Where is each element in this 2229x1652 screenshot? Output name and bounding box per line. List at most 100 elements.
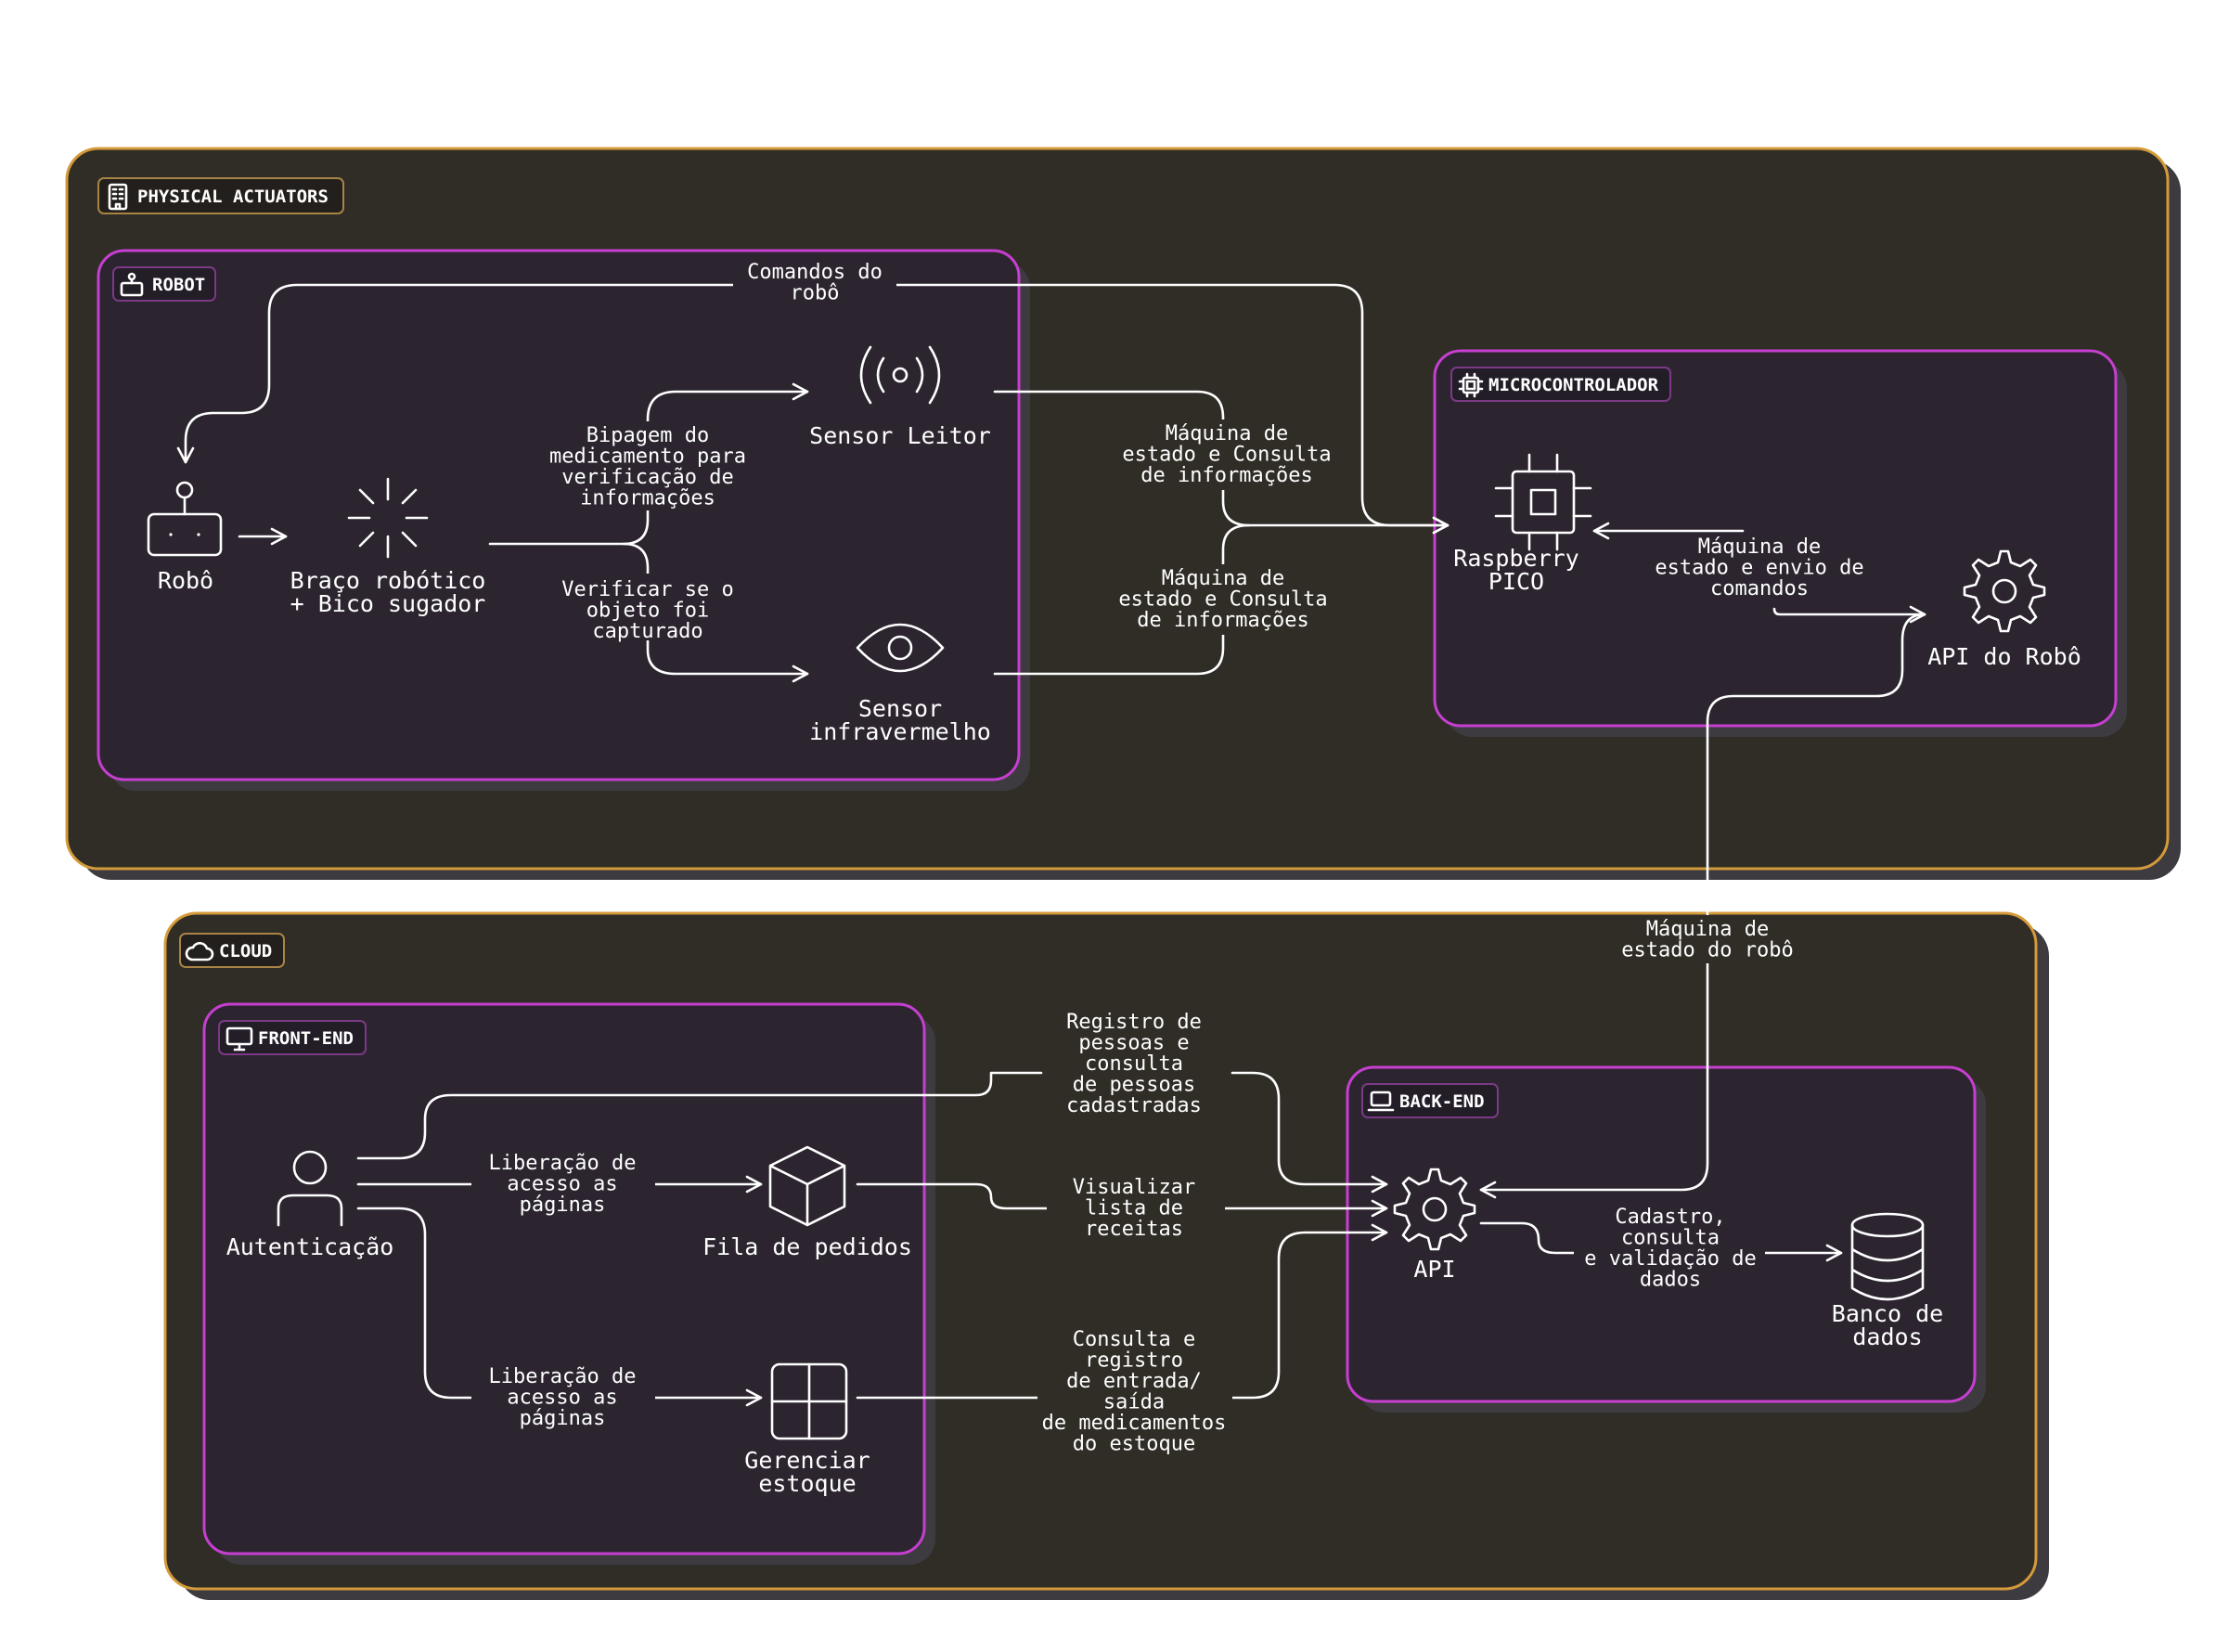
edge-label-maquina2-line-2: estado e Consulta xyxy=(1118,588,1327,612)
building-icon xyxy=(108,183,128,211)
node-sensor-leitor[interactable]: Sensor Leitor xyxy=(809,422,991,449)
node-robo-line-1: Robô xyxy=(158,567,213,594)
node-sensor-leitor-line-1: Sensor Leitor xyxy=(809,422,991,449)
edge-label-maquina1-line-2: estado e Consulta xyxy=(1122,444,1331,467)
edge-label-maquina-envio-line-2: estado e envio de xyxy=(1655,557,1863,580)
edge-comandos-right xyxy=(895,283,1449,535)
edge-apirobo-api xyxy=(1479,613,1926,1199)
chip-tag-icon xyxy=(1458,372,1484,398)
edge-label-registro-line-4: de pessoas xyxy=(1073,1074,1195,1097)
node-banco-line-2: dados xyxy=(1852,1323,1922,1350)
monitor-icon xyxy=(225,1026,253,1052)
edge-auth-estoque xyxy=(356,1207,473,1400)
edge-label-bipagem-line-2: medicamento para xyxy=(549,445,746,469)
node-labels: Robô Braço robótico+ Bico sugador Sensor… xyxy=(158,422,2081,1497)
edge-label-maquina2-line-3: de informações xyxy=(1137,609,1308,632)
backend-label: BACK-END xyxy=(1399,1091,1485,1112)
node-fila[interactable]: Fila de pedidos xyxy=(702,1233,912,1260)
frontend-label: FRONT-END xyxy=(258,1028,354,1049)
robot-icon xyxy=(147,481,223,557)
edge-label-cadastro-line-2: consulta xyxy=(1621,1227,1720,1250)
edge-comandos-left xyxy=(176,283,735,464)
node-autenticacao[interactable]: Autenticação xyxy=(226,1233,394,1260)
edge-label-comandos-line-2: robô xyxy=(791,282,840,305)
backend-tag: BACK-END xyxy=(1361,1083,1499,1118)
database-icon xyxy=(1850,1212,1925,1301)
sparkle-icon xyxy=(347,477,429,559)
edge-label-maquina-envio-line-1: Máquina de xyxy=(1698,536,1821,559)
node-robo[interactable]: Robô xyxy=(158,567,213,594)
robot-tag: ROBOT xyxy=(112,266,216,302)
edge-label-cadastro-line-4: dados xyxy=(1640,1269,1701,1292)
edge-label-verificar-line-2: objeto foi xyxy=(586,600,709,623)
gear-icon xyxy=(1963,549,2046,633)
node-estoque-line-1: Gerenciar xyxy=(744,1447,870,1474)
edge-rasp-apirobo xyxy=(1772,605,1926,624)
node-braco-line-2: + Bico sugador xyxy=(290,590,486,617)
edge-label-registro-line-1: Registro de xyxy=(1066,1011,1202,1034)
edge-label-comandos-line-1: Comandos do xyxy=(747,261,883,284)
node-sensor-infra-line-1: Sensor xyxy=(858,695,942,722)
microcontrolador-label: MICROCONTROLADOR xyxy=(1488,375,1659,395)
edge-label-registro-line-2: pessoas e xyxy=(1078,1032,1189,1055)
cloud-label: CLOUD xyxy=(219,941,272,962)
node-autenticacao-line-1: Autenticação xyxy=(226,1233,394,1260)
edge-label-liberacao2-line-1: Liberação de xyxy=(489,1365,637,1388)
edge-label-liberacao1-line-1: Liberação de xyxy=(489,1152,637,1175)
edges xyxy=(176,283,1926,1407)
edge-label-consulta-line-5: de medicamentos xyxy=(1042,1412,1227,1435)
edge-registro-api xyxy=(1230,1071,1388,1194)
robot-label: ROBOT xyxy=(152,275,205,295)
edge-label-consulta-line-6: do estoque xyxy=(1073,1433,1195,1456)
edge-label-consulta-line-2: registro xyxy=(1085,1349,1183,1373)
node-estoque-line-2: estoque xyxy=(758,1470,856,1497)
edge-fila-visualizar xyxy=(856,1182,1049,1210)
cloud-tag: CLOUD xyxy=(179,933,285,968)
edge-label-bipagem-line-3: verificação de xyxy=(561,466,733,489)
edge-braco-split-down xyxy=(622,542,809,683)
edge-label-bipagem-line-1: Bipagem do xyxy=(586,424,709,447)
node-api[interactable]: API xyxy=(1413,1256,1455,1283)
edge-api-cadastro xyxy=(1479,1221,1576,1255)
edge-label-liberacao1-line-2: acesso as xyxy=(507,1173,617,1196)
node-raspberry-line-2: PICO xyxy=(1488,568,1544,595)
edge-label-visualizar-line-1: Visualizar xyxy=(1073,1176,1195,1199)
robot-tag-icon xyxy=(120,272,144,297)
edge-label-cadastro-line-3: e validação de xyxy=(1584,1247,1756,1271)
node-api-line-1: API xyxy=(1413,1256,1455,1283)
edge-auth-registro xyxy=(356,1071,1043,1160)
edge-label-maquina1-line-1: Máquina de xyxy=(1166,422,1288,445)
cube-icon xyxy=(768,1145,846,1227)
chip-icon xyxy=(1494,453,1592,551)
physical-actuators-label: PHYSICAL ACTUATORS xyxy=(137,187,329,207)
laptop-icon xyxy=(1367,1091,1395,1112)
edge-label-cadastro-line-1: Cadastro, xyxy=(1615,1206,1725,1229)
physical-actuators-tag: PHYSICAL ACTUATORS xyxy=(97,177,344,214)
node-braco[interactable]: Braço robótico+ Bico sugador xyxy=(290,567,486,617)
edge-label-liberacao2-line-2: acesso as xyxy=(507,1387,617,1410)
edge-label-liberacao1-line-3: páginas xyxy=(520,1194,606,1217)
node-api-robo-line-1: API do Robô xyxy=(1927,643,2081,670)
edge-label-visualizar-line-3: receitas xyxy=(1085,1218,1183,1241)
node-sensor-infra-line-2: infravermelho xyxy=(809,718,991,745)
edge-label-consulta-line-1: Consulta e xyxy=(1073,1328,1195,1351)
node-api-robo[interactable]: API do Robô xyxy=(1927,643,2081,670)
edge-consulta-api xyxy=(1230,1223,1388,1400)
group-frontend xyxy=(202,1002,935,1565)
edge-label-visualizar-line-2: lista de xyxy=(1085,1197,1183,1220)
edge-label-maquina-envio-line-3: comandos xyxy=(1710,577,1809,600)
